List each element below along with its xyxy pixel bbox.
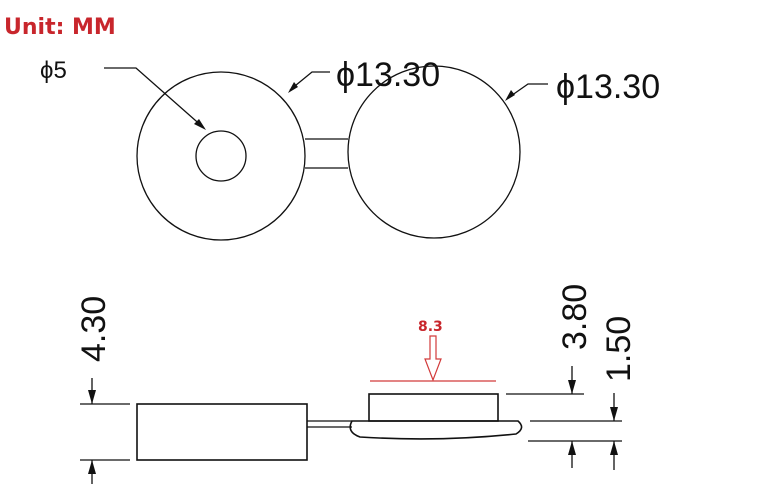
right-disc-leader-arrow [505, 90, 515, 101]
unit-label: Unit: MM [4, 15, 116, 40]
left-disc-leader-arrow [288, 82, 298, 93]
right-disc-diameter-label: ϕ13.30 [556, 68, 660, 106]
right-overall-arrow-top [568, 380, 576, 394]
left-disc-diameter-label: ϕ13.30 [336, 56, 440, 94]
hole-diameter-label: ϕ5 [40, 57, 67, 84]
red-pointer-arrow [424, 335, 442, 382]
right-base-plate [349, 420, 523, 440]
right-overall-height-label: 3.80 [556, 284, 594, 350]
left-disc-outline [136, 71, 306, 241]
red-mark-label: 8.3 [418, 319, 443, 335]
right-top-cap [368, 393, 499, 422]
right-overall-arrow-bottom [568, 441, 576, 455]
right-base-arrow-bottom [610, 441, 618, 455]
right-base-height-label: 1.50 [600, 316, 638, 382]
side-view: 8.3 4.30 3.80 1.50 [75, 284, 638, 484]
left-body-block [136, 403, 308, 461]
top-view: ϕ5 ϕ13.30 ϕ13.30 [40, 56, 660, 241]
left-dim-arrow-bottom [88, 460, 96, 474]
right-base-arrow-top [610, 407, 618, 421]
hole-leader-arrow [194, 119, 206, 130]
left-height-label: 4.30 [75, 296, 113, 362]
right-disc-outline [347, 65, 521, 239]
right-disc-leader-line [507, 83, 548, 99]
hole-leader-line [104, 67, 205, 129]
center-hole [195, 130, 247, 182]
left-disc-leader-line [289, 71, 330, 91]
left-dim-arrow-top [88, 390, 96, 404]
